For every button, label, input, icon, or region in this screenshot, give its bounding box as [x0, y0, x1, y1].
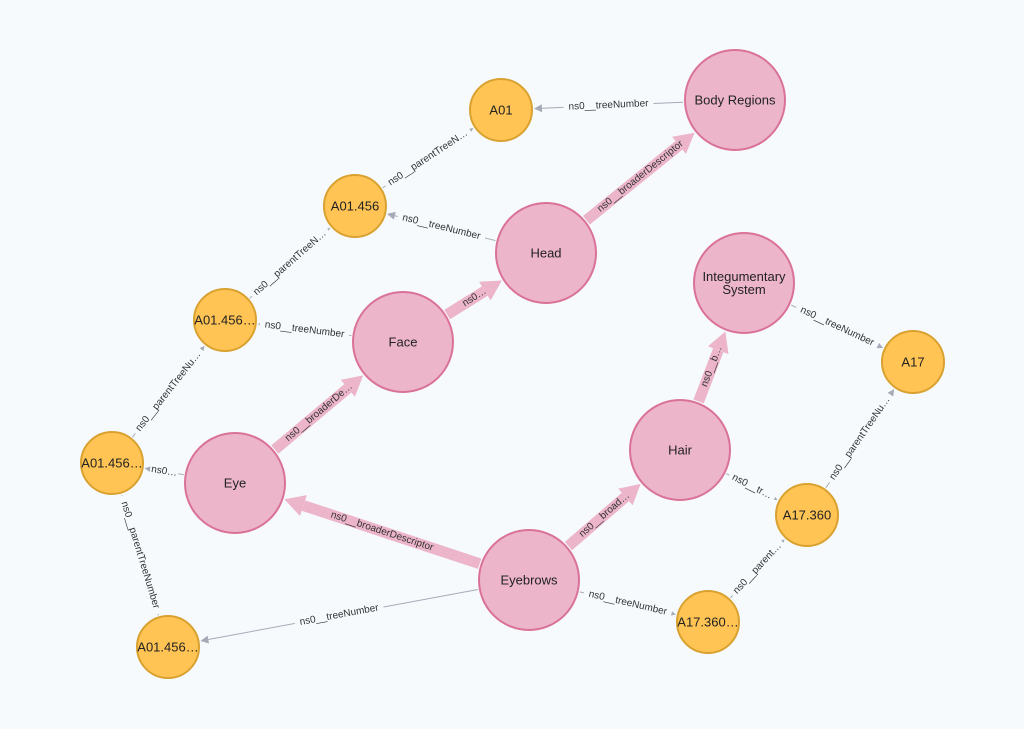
node-circle — [136, 615, 200, 679]
node-a17_360_b[interactable]: A17.360… — [676, 590, 740, 654]
node-circle — [881, 330, 945, 394]
edge-a01_456_b-to-a01_456[interactable]: ns0__parentTreeN… — [247, 224, 333, 302]
edge-label-background — [129, 345, 208, 438]
edge-a01_456_c-to-a01_456_b[interactable]: ns0__parentTreeNu… — [129, 345, 208, 438]
edge-arrowhead — [387, 211, 396, 220]
edge-arrowhead — [340, 375, 364, 397]
node-eye[interactable]: Eye — [184, 432, 286, 534]
edge-label-group: ns0__treeNumber — [293, 600, 385, 631]
edge-a17_360-to-a17[interactable]: ns0__parentTreeNu… — [823, 389, 897, 489]
edge-line — [582, 141, 683, 225]
node-circle — [184, 432, 286, 534]
edge-label-background — [793, 301, 881, 352]
edge-eyebrows-to-a17_360_b[interactable]: ns0__treeNumber — [579, 586, 676, 621]
edge-label-group: ns0__treeNumber — [563, 96, 654, 115]
node-circle — [684, 49, 786, 151]
edge-hair-to-integumentary[interactable]: ns0__b… — [693, 331, 729, 404]
node-circle — [693, 232, 795, 334]
node-circle — [629, 399, 731, 501]
edge-label-group: ns0__parent… — [727, 536, 788, 601]
edge-label-group: ns0__parentTreeNu… — [823, 390, 897, 487]
node-circle — [775, 483, 839, 547]
edge-arrowhead — [284, 495, 307, 517]
node-a01_456_d[interactable]: A01.456… — [136, 615, 200, 679]
node-circle — [352, 291, 454, 393]
edge-line — [301, 500, 482, 569]
edge-a17_360_b-to-a17_360[interactable]: ns0__parent… — [727, 536, 788, 601]
node-circle — [193, 288, 257, 352]
node-a01_456_b[interactable]: A01.456… — [193, 288, 257, 352]
node-a01_456_c[interactable]: A01.456… — [80, 431, 144, 495]
edge-label-background — [727, 536, 788, 601]
edge-label-background — [259, 317, 351, 343]
edge-a01_456_d-to-a01_456_c[interactable]: ns0__parentTreeNumber — [115, 493, 165, 617]
node-circle — [80, 431, 144, 495]
edge-label-group: ns0__parentTreeN… — [381, 124, 475, 192]
edge-face-to-a01_456_b[interactable]: ns0__treeNumber — [257, 317, 352, 343]
node-a01[interactable]: A01 — [469, 78, 533, 142]
edge-line — [564, 492, 630, 551]
edge-label-group: ns0__tr… — [726, 469, 778, 505]
edge-label-group: ns0__treeNumber — [793, 301, 881, 352]
edge-label-group: ns0__treeNumber — [259, 317, 351, 343]
edge-label-background — [148, 462, 180, 481]
edge-eyebrows-to-hair[interactable]: ns0__broad… — [564, 483, 641, 551]
edge-label-background — [582, 586, 674, 621]
node-circle — [478, 529, 580, 631]
edge-head-to-body_regions[interactable]: ns0__broaderDescriptor — [582, 132, 695, 225]
node-hair[interactable]: Hair — [629, 399, 731, 501]
edge-arrowhead — [707, 331, 729, 355]
edge-label-background — [726, 469, 778, 505]
edge-label-group: ns0__parentTreeN… — [247, 224, 333, 302]
node-a01_456[interactable]: A01.456 — [323, 174, 387, 238]
edge-label-group: ns0__parentTreeNumber — [115, 493, 165, 617]
node-circle — [323, 174, 387, 238]
edge-label-background — [293, 600, 385, 631]
node-a17[interactable]: A17 — [881, 330, 945, 394]
edge-label-group: ns0… — [148, 462, 180, 481]
edge-label-group: ns0__treeNumber — [582, 586, 674, 621]
edge-arrowhead — [886, 389, 895, 398]
edge-line — [444, 286, 488, 320]
edge-head-to-a01_456[interactable]: ns0__treeNumber — [387, 209, 496, 245]
edge-label-group: ns0__treeNumber — [395, 209, 487, 245]
edge-line — [271, 384, 352, 454]
edge-label-background — [395, 209, 487, 245]
edge-arrowhead — [200, 635, 210, 644]
edge-label-background — [381, 124, 475, 192]
node-eyebrows[interactable]: Eyebrows — [478, 529, 580, 631]
edge-eyebrows-to-eye[interactable]: ns0__broaderDescriptor — [284, 495, 482, 569]
node-body_regions[interactable]: Body Regions — [684, 49, 786, 151]
edge-arrowhead — [618, 483, 641, 506]
edge-arrowhead — [672, 132, 695, 154]
edge-label-background — [115, 493, 165, 617]
node-head[interactable]: Head — [495, 202, 597, 304]
edge-label-background — [247, 224, 333, 302]
edge-label-background — [823, 390, 897, 487]
edge-label-group: ns0__parentTreeNu… — [129, 345, 208, 438]
edge-eyebrows-to-a01_456_d[interactable]: ns0__treeNumber — [200, 588, 478, 644]
edge-label-background — [563, 96, 654, 115]
edge-a01_456-to-a01[interactable]: ns0__parentTreeN… — [381, 124, 475, 192]
node-circle — [676, 590, 740, 654]
edge-integumentary-to-a17[interactable]: ns0__treeNumber — [790, 301, 884, 352]
node-circle — [469, 78, 533, 142]
edge-eye-to-a01_456_c[interactable]: ns0… — [144, 462, 184, 481]
edge-eye-to-face[interactable]: ns0__broaderDe… — [271, 375, 364, 454]
node-face[interactable]: Face — [352, 291, 454, 393]
edge-hair-to-a17_360[interactable]: ns0__tr… — [726, 469, 778, 505]
node-circle — [495, 202, 597, 304]
edge-face-to-head[interactable]: ns0… — [444, 280, 502, 320]
edge-line — [693, 348, 724, 404]
edge-arrowhead — [479, 280, 502, 301]
edge-arrowhead — [533, 104, 543, 113]
node-a17_360[interactable]: A17.360 — [775, 483, 839, 547]
edge-body_regions-to-a01[interactable]: ns0__treeNumber — [533, 96, 684, 115]
